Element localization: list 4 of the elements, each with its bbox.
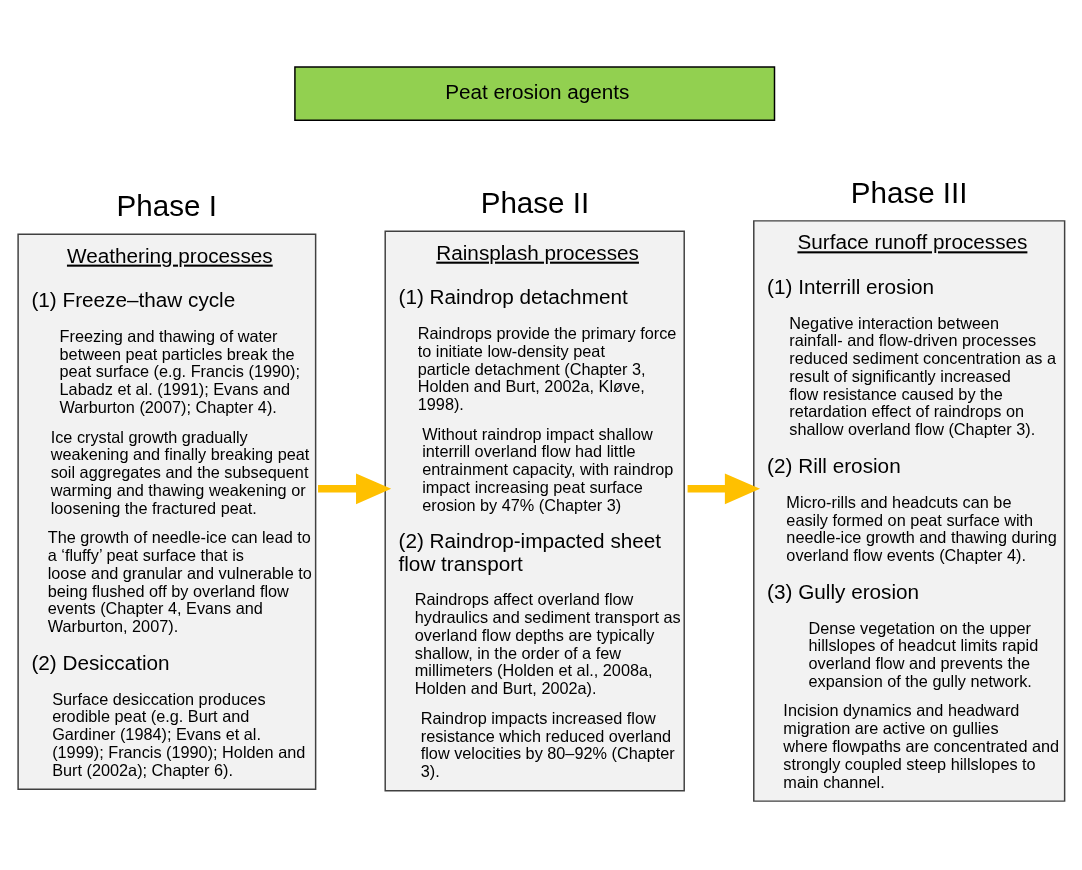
node-label: Phase II xyxy=(480,185,590,219)
node-label: Phase I xyxy=(116,188,217,222)
node-box: Peat erosion agents xyxy=(294,65,776,121)
node-label: Phase III xyxy=(850,175,968,209)
